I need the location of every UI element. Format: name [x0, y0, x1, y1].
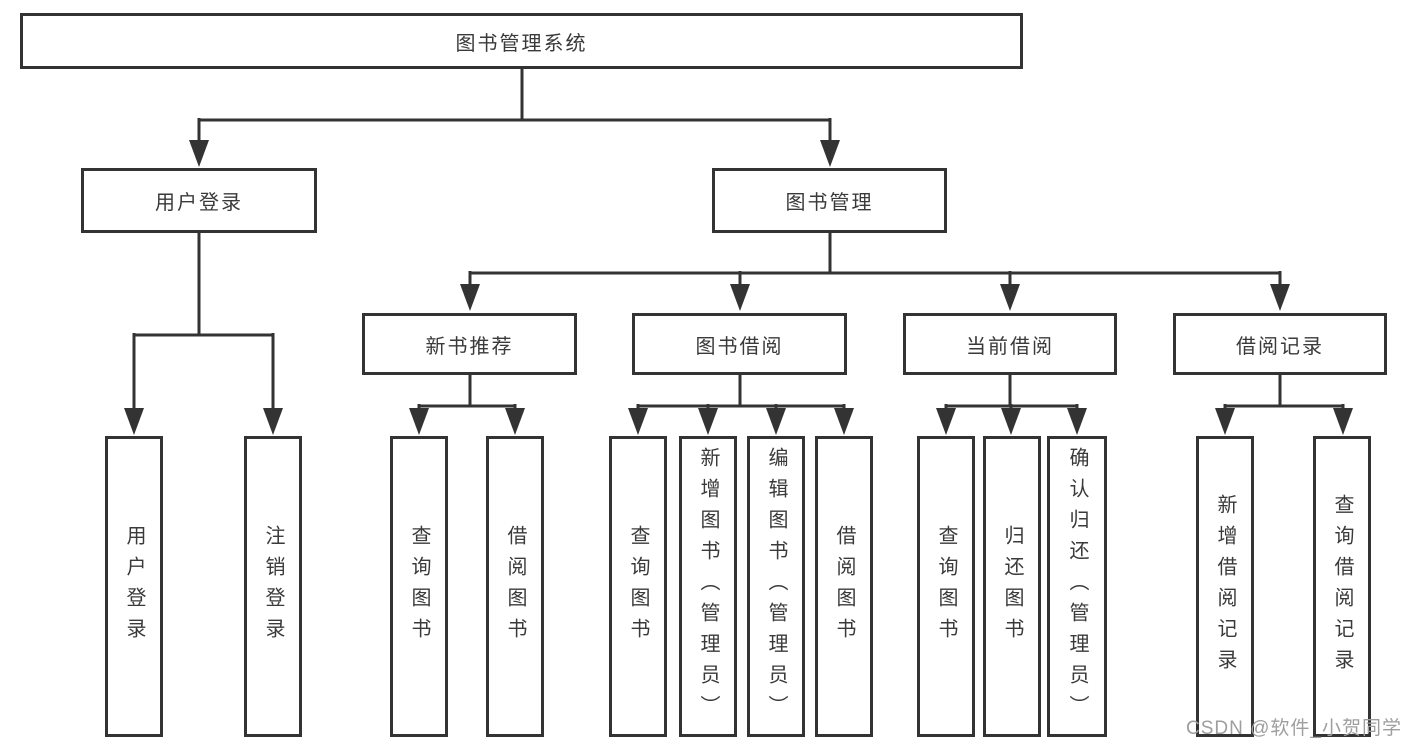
- leaf-add-borrow-record: 新增借阅记录: [1196, 436, 1254, 737]
- leaf-recommend-query-books: 查询图书: [390, 436, 448, 737]
- arrowhead: [1067, 408, 1087, 435]
- watermark: CSDN @软件_小贺同学: [1186, 718, 1402, 739]
- arrowhead: [505, 408, 525, 435]
- node-book-management: 图书管理: [712, 168, 947, 233]
- arrowhead: [189, 140, 209, 167]
- leaf-recommend-borrow-books: 借阅图书: [486, 436, 544, 737]
- leaf-edit-book-admin: 编辑图书（管理员）: [747, 436, 805, 737]
- node-user-login: 用户登录: [81, 168, 317, 233]
- arrowhead: [124, 408, 144, 435]
- node-book-borrowing: 图书借阅: [632, 313, 847, 375]
- arrowhead: [730, 284, 750, 311]
- arrowhead: [1001, 408, 1021, 435]
- arrowhead: [1270, 284, 1290, 311]
- leaf-add-book-admin: 新增图书（管理员）: [679, 436, 737, 737]
- arrowhead: [628, 408, 648, 435]
- node-new-book-recommend: 新书推荐: [362, 313, 577, 375]
- leaf-logout: 注销登录: [244, 436, 302, 737]
- node-current-borrowing: 当前借阅: [903, 313, 1117, 375]
- arrowhead: [1215, 408, 1235, 435]
- leaf-confirm-return-admin: 确认归还（管理员）: [1047, 436, 1107, 737]
- leaf-query-borrow-record: 查询借阅记录: [1313, 436, 1371, 737]
- arrowhead: [460, 284, 480, 311]
- arrowhead: [820, 140, 840, 167]
- leaf-user-login: 用户登录: [105, 436, 163, 737]
- arrowhead: [409, 408, 429, 435]
- node-borrowing-records: 借阅记录: [1173, 313, 1387, 375]
- arrowhead: [1000, 284, 1020, 311]
- leaf-current-query-books: 查询图书: [917, 436, 975, 737]
- arrowhead: [1333, 408, 1353, 435]
- arrowhead: [698, 408, 718, 435]
- leaf-return-books: 归还图书: [983, 436, 1041, 737]
- arrowhead: [766, 408, 786, 435]
- node-root-system: 图书管理系统: [20, 13, 1023, 69]
- leaf-borrowing-query-books: 查询图书: [609, 436, 667, 737]
- arrowhead: [936, 408, 956, 435]
- arrowhead: [834, 408, 854, 435]
- arrowhead: [263, 408, 283, 435]
- leaf-borrowing-borrow-books: 借阅图书: [815, 436, 873, 737]
